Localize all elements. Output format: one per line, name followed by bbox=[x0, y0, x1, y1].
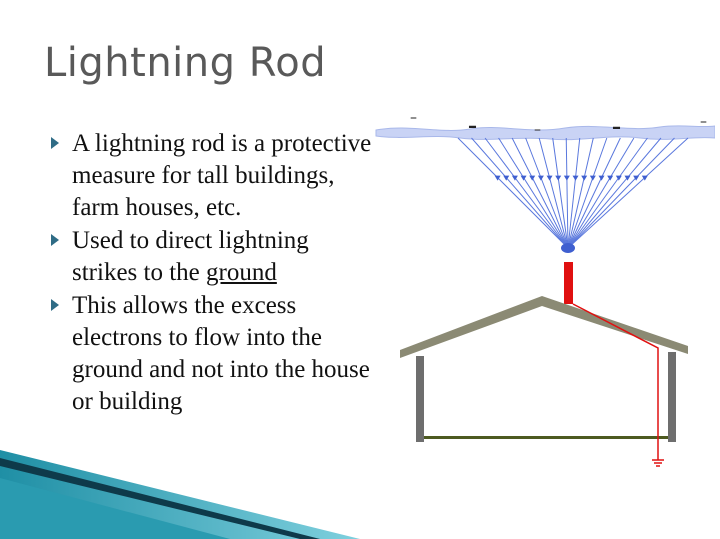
discharge-line bbox=[567, 137, 635, 249]
charge-mark: – bbox=[534, 122, 541, 138]
discharge-focus bbox=[561, 243, 575, 253]
bullet-text: This allows the excess electrons to flow… bbox=[72, 292, 370, 415]
discharge-line bbox=[565, 137, 569, 249]
bullet-text: A lightning rod is a protective measure … bbox=[72, 130, 372, 221]
left-wall bbox=[416, 356, 424, 442]
discharge-arrow bbox=[633, 175, 640, 181]
discharge-line bbox=[567, 137, 675, 249]
ground-wire bbox=[572, 303, 659, 460]
discharge-arrow bbox=[563, 175, 570, 181]
discharge-line bbox=[567, 137, 648, 249]
discharge-arrow bbox=[581, 175, 588, 181]
triangle-bullet-icon bbox=[51, 137, 59, 149]
discharge-line bbox=[525, 137, 569, 249]
bullet-list: A lightning rod is a protective measure … bbox=[50, 128, 380, 419]
floor bbox=[424, 436, 668, 439]
charge-mark: – bbox=[468, 116, 477, 137]
bullet-item: A lightning rod is a protective measure … bbox=[50, 128, 380, 224]
discharge-line bbox=[484, 137, 569, 249]
discharge-arrows bbox=[494, 175, 648, 181]
rod-icon bbox=[564, 262, 573, 304]
discharge-arrow bbox=[572, 175, 579, 181]
discharge-arrow bbox=[529, 175, 536, 181]
right-wall bbox=[668, 352, 676, 442]
discharge-arrow bbox=[537, 175, 544, 181]
roof bbox=[400, 296, 688, 358]
discharge-arrow bbox=[641, 175, 648, 181]
discharge-line bbox=[567, 137, 594, 249]
discharge-arrow bbox=[598, 175, 605, 181]
discharge-arrow bbox=[555, 175, 562, 181]
charge-mark: – bbox=[410, 112, 417, 126]
discharge-line bbox=[567, 137, 662, 249]
discharge-arrow bbox=[511, 175, 518, 181]
discharge-line bbox=[498, 137, 569, 249]
discharge-arrow bbox=[624, 175, 631, 181]
discharge-arrow bbox=[520, 175, 527, 181]
corner-decoration bbox=[0, 450, 360, 539]
discharge-line bbox=[457, 137, 569, 249]
discharge-line bbox=[567, 137, 608, 249]
discharge-lines bbox=[457, 137, 689, 249]
discharge-arrow bbox=[494, 175, 501, 181]
bullet-item: This allows the excess electrons to flow… bbox=[50, 290, 380, 418]
ground-link[interactable]: ground bbox=[206, 259, 277, 286]
discharge-arrow bbox=[615, 175, 622, 181]
discharge-arrow bbox=[503, 175, 510, 181]
discharge-line bbox=[511, 137, 569, 249]
slide-title: Lightning Rod bbox=[44, 40, 327, 86]
triangle-bullet-icon bbox=[51, 299, 59, 311]
charge-mark: – bbox=[612, 117, 621, 138]
discharge-line bbox=[552, 137, 569, 249]
discharge-line bbox=[567, 137, 621, 249]
discharge-arrow bbox=[607, 175, 614, 181]
charge-mark: – bbox=[700, 114, 707, 130]
cloud-shape bbox=[375, 125, 715, 141]
discharge-arrow bbox=[546, 175, 553, 181]
bullet-text: Used to direct lightning strikes to the bbox=[72, 227, 309, 286]
discharge-line bbox=[567, 137, 689, 249]
discharge-line bbox=[538, 137, 569, 249]
ground-icon bbox=[652, 459, 664, 467]
lightning-rod-diagram: – – – – – bbox=[375, 112, 715, 467]
discharge-line bbox=[567, 137, 581, 249]
discharge-arrow bbox=[589, 175, 596, 181]
bullet-item: Used to direct lightning strikes to the … bbox=[50, 225, 380, 289]
discharge-line bbox=[471, 137, 569, 249]
triangle-bullet-icon bbox=[51, 234, 59, 246]
